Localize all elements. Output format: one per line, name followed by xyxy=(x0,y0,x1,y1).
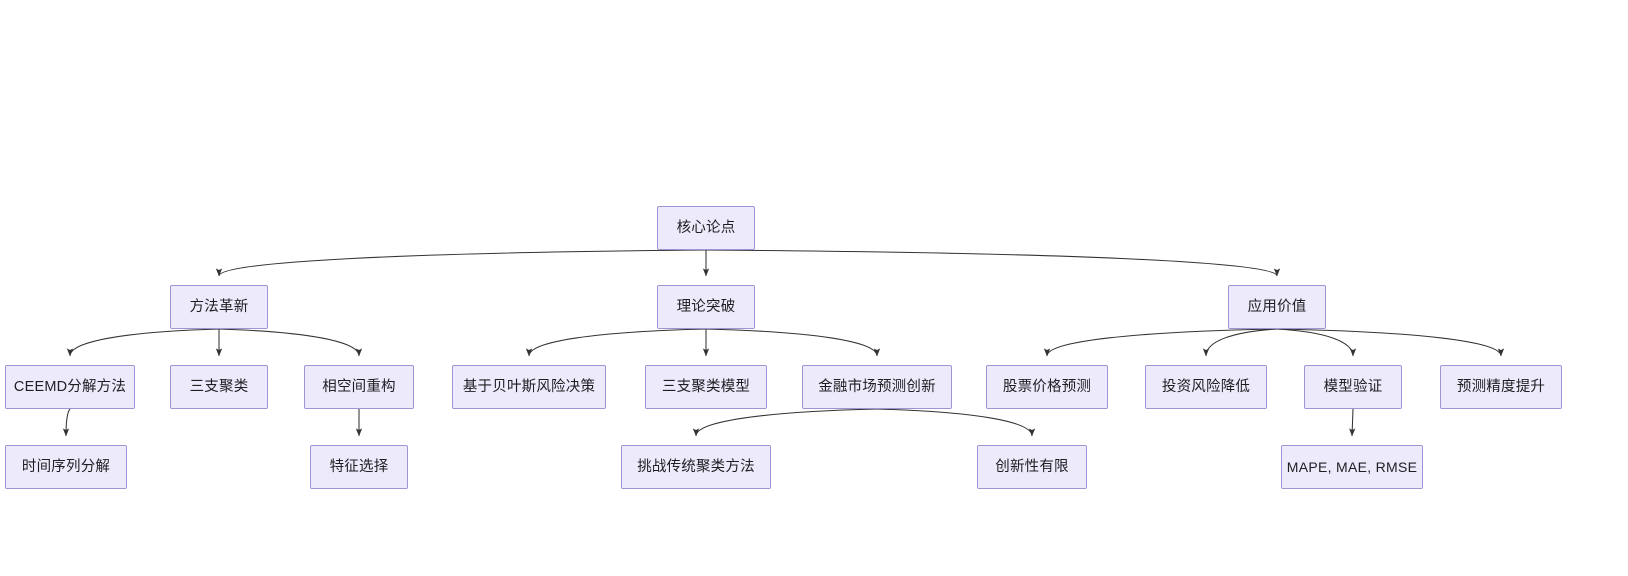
node-c7[interactable]: 股票价格预测 xyxy=(986,365,1108,409)
edge-root-to-b3 xyxy=(705,249,1281,277)
edge-b3-to-c7 xyxy=(1043,328,1278,357)
edge-root-to-b1 xyxy=(215,249,707,277)
node-label: MAPE, MAE, RMSE xyxy=(1286,459,1418,475)
edge-c6-to-d4 xyxy=(876,408,1036,437)
node-label: 方法革新 xyxy=(189,298,249,315)
edge-b2-to-c6 xyxy=(705,328,881,357)
node-label: 预测精度提升 xyxy=(1456,378,1546,395)
node-label: 模型验证 xyxy=(1323,378,1383,395)
node-c3[interactable]: 相空间重构 xyxy=(304,365,414,409)
node-c10[interactable]: 预测精度提升 xyxy=(1440,365,1562,409)
edge-c1-to-d1 xyxy=(62,408,71,437)
node-d1[interactable]: 时间序列分解 xyxy=(5,445,127,489)
edge-b2-to-c4 xyxy=(525,328,707,357)
edge-b3-to-c8 xyxy=(1202,328,1278,357)
node-label: 股票价格预测 xyxy=(1002,378,1092,395)
edge-c9-to-d5 xyxy=(1349,408,1356,437)
node-c5[interactable]: 三支聚类模型 xyxy=(645,365,767,409)
node-label: 理论突破 xyxy=(676,298,736,315)
node-label: CEEMD分解方法 xyxy=(13,378,127,395)
node-c2[interactable]: 三支聚类 xyxy=(170,365,268,409)
node-label: 三支聚类模型 xyxy=(661,378,751,395)
node-label: 核心论点 xyxy=(676,219,736,236)
node-c4[interactable]: 基于贝叶斯风险决策 xyxy=(452,365,606,409)
node-root[interactable]: 核心论点 xyxy=(657,206,755,250)
node-d3[interactable]: 挑战传统聚类方法 xyxy=(621,445,771,489)
node-c6[interactable]: 金融市场预测创新 xyxy=(802,365,952,409)
edge-c6-to-d3 xyxy=(692,408,878,437)
node-b1[interactable]: 方法革新 xyxy=(170,285,268,329)
node-label: 金融市场预测创新 xyxy=(818,378,936,395)
node-label: 特征选择 xyxy=(329,458,389,475)
node-d2[interactable]: 特征选择 xyxy=(310,445,408,489)
node-b2[interactable]: 理论突破 xyxy=(657,285,755,329)
edge-b1-to-c1 xyxy=(66,328,220,357)
edge-b3-to-c10 xyxy=(1276,328,1505,357)
node-d4[interactable]: 创新性有限 xyxy=(977,445,1087,489)
node-label: 基于贝叶斯风险决策 xyxy=(462,378,596,395)
node-label: 应用价值 xyxy=(1247,298,1307,315)
node-label: 挑战传统聚类方法 xyxy=(637,458,755,475)
node-label: 投资风险降低 xyxy=(1161,378,1251,395)
node-label: 三支聚类 xyxy=(189,378,249,395)
node-b3[interactable]: 应用价值 xyxy=(1228,285,1326,329)
node-d5[interactable]: MAPE, MAE, RMSE xyxy=(1281,445,1423,489)
node-c8[interactable]: 投资风险降低 xyxy=(1145,365,1267,409)
node-label: 相空间重构 xyxy=(322,378,396,395)
edge-b1-to-c3 xyxy=(218,328,363,357)
node-label: 时间序列分解 xyxy=(21,458,111,475)
node-label: 创新性有限 xyxy=(995,458,1069,475)
node-c9[interactable]: 模型验证 xyxy=(1304,365,1402,409)
edge-b3-to-c9 xyxy=(1276,328,1357,357)
node-c1[interactable]: CEEMD分解方法 xyxy=(5,365,135,409)
